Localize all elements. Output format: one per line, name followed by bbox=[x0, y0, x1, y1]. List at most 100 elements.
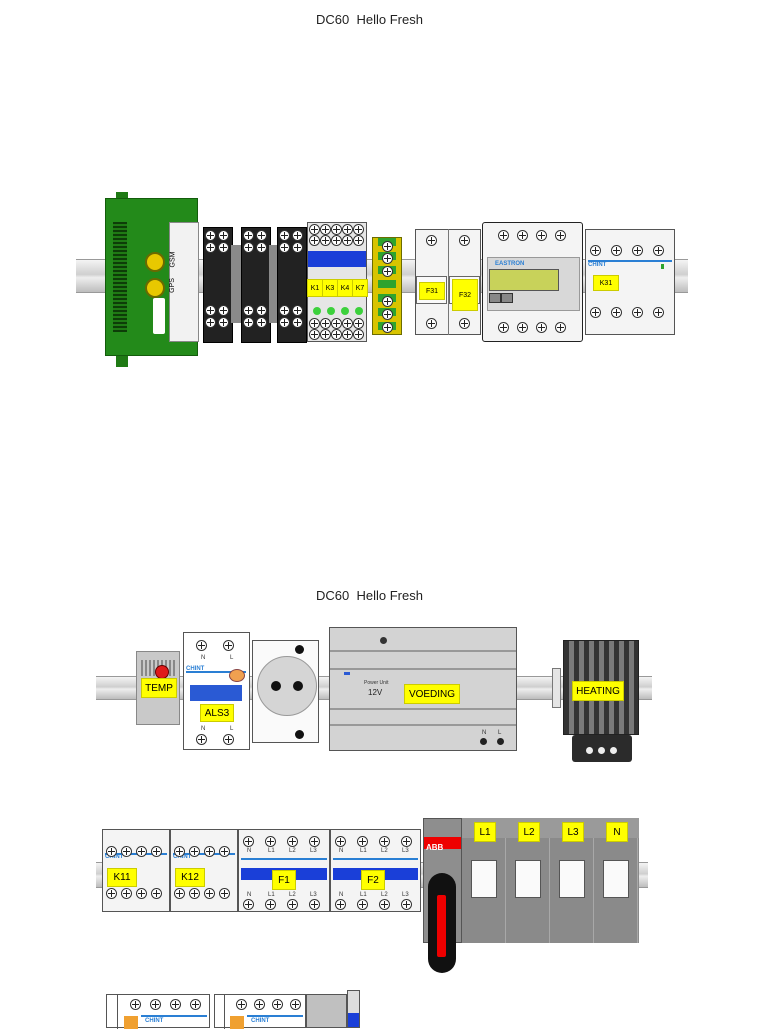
rail-end-clamp bbox=[552, 668, 561, 708]
main-switch-brand-text: ABB bbox=[426, 843, 444, 852]
terminal-screw bbox=[611, 307, 622, 318]
terminal-n-label-bottom: N bbox=[201, 726, 206, 732]
terminal-screw bbox=[223, 734, 234, 745]
breaker-terminal-label-bottom: L1 bbox=[360, 892, 367, 898]
terminal-screw bbox=[196, 640, 207, 651]
terminal-screw bbox=[243, 242, 254, 253]
terminal-screw bbox=[256, 317, 267, 328]
terminal-screw bbox=[517, 322, 528, 333]
phase-tag-l1: L1 bbox=[474, 822, 496, 842]
terminal-screw bbox=[331, 235, 342, 246]
terminal-screw bbox=[357, 899, 368, 910]
terminal-screw bbox=[243, 317, 254, 328]
router-module: GSM GPS bbox=[105, 192, 199, 367]
terminal-screw bbox=[272, 999, 283, 1010]
meter-button[interactable] bbox=[489, 293, 501, 303]
terminal-screw bbox=[320, 224, 331, 235]
terminal-screw bbox=[342, 329, 353, 340]
terminal-screw bbox=[611, 245, 622, 256]
terminal-screw bbox=[279, 230, 290, 241]
terminal-screw bbox=[219, 846, 230, 857]
terminal-screw bbox=[121, 846, 132, 857]
terminal-screw bbox=[218, 230, 229, 241]
breaker-terminal-label-bottom: L2 bbox=[381, 892, 388, 898]
terminal-screw bbox=[136, 888, 147, 899]
contactor-brand: CHINT bbox=[588, 262, 607, 268]
contactor-indicator bbox=[661, 264, 664, 269]
terminal-screw bbox=[653, 245, 664, 256]
breaker-brand: CHINT bbox=[186, 666, 205, 672]
terminal-screw bbox=[265, 836, 276, 847]
socket-screw-bottom bbox=[295, 730, 304, 739]
terminal-gap bbox=[269, 245, 277, 323]
test-button[interactable] bbox=[229, 669, 245, 682]
breaker-terminal-label: L2 bbox=[289, 848, 296, 854]
terminal-screw bbox=[256, 230, 267, 241]
terminal-screw bbox=[331, 318, 342, 329]
row4-blue-line bbox=[247, 1015, 303, 1017]
terminal-screw bbox=[459, 235, 470, 246]
terminal-screw bbox=[309, 836, 320, 847]
row4-blue-line bbox=[141, 1015, 207, 1017]
terminal-screw bbox=[254, 999, 265, 1010]
socket-hole-right bbox=[293, 681, 303, 691]
terminal-screw bbox=[536, 322, 547, 333]
terminal-screw bbox=[243, 836, 254, 847]
terminal-screw bbox=[243, 305, 254, 316]
terminal-screw bbox=[517, 230, 528, 241]
terminal-screw bbox=[204, 846, 215, 857]
terminal-screw bbox=[205, 317, 216, 328]
breaker-toggle[interactable] bbox=[190, 685, 242, 701]
terminal-screw bbox=[379, 899, 390, 910]
psu-terminal-screw bbox=[497, 738, 504, 745]
terminal-screw bbox=[382, 266, 393, 277]
relay-tag-k7: K7 bbox=[352, 279, 368, 297]
energy-meter: EASTRON bbox=[482, 222, 583, 342]
gps-antenna-connector[interactable] bbox=[145, 278, 165, 298]
row4-module-4 bbox=[347, 990, 360, 1028]
terminal-screw bbox=[353, 224, 364, 235]
gps-label: GPS bbox=[168, 278, 176, 293]
fuse-tag-f32: F32 bbox=[452, 279, 478, 311]
relay-status-led bbox=[327, 307, 335, 315]
terminal-screw bbox=[205, 242, 216, 253]
breaker-terminal-label-bottom: N bbox=[339, 892, 344, 898]
terminal-screw bbox=[236, 999, 247, 1010]
terminal-screw bbox=[320, 318, 331, 329]
psu-terminal-n: N bbox=[482, 730, 487, 736]
fuse-divider bbox=[448, 229, 449, 335]
phase-fuse-window bbox=[603, 860, 629, 898]
terminal-screw bbox=[287, 899, 298, 910]
terminal-screw bbox=[555, 230, 566, 241]
terminal-screw bbox=[218, 317, 229, 328]
terminal-screw bbox=[151, 846, 162, 857]
terminal-screw bbox=[357, 836, 368, 847]
terminal-l-label: L bbox=[230, 655, 234, 661]
terminal-screw bbox=[335, 836, 346, 847]
terminal-screw bbox=[189, 888, 200, 899]
thermostat-dial[interactable] bbox=[155, 665, 169, 679]
terminal-screw bbox=[309, 899, 320, 910]
psu-subtitle: Power Unit bbox=[364, 680, 389, 686]
terminal-screw bbox=[632, 245, 643, 256]
terminal-screw bbox=[309, 318, 320, 329]
socket-face bbox=[257, 656, 317, 716]
terminal-screw bbox=[204, 888, 215, 899]
terminal-screw bbox=[426, 318, 437, 329]
terminal-screw bbox=[151, 888, 162, 899]
terminal-screw bbox=[331, 224, 342, 235]
gsm-label: GSM bbox=[169, 251, 177, 268]
terminal-screw bbox=[320, 329, 331, 340]
terminal-screw bbox=[292, 305, 303, 316]
relay-status-led bbox=[313, 307, 321, 315]
thermostat-tag: TEMP bbox=[141, 678, 177, 698]
relay-status-led bbox=[341, 307, 349, 315]
fuse-tag-f31: F31 bbox=[419, 282, 445, 300]
meter-button[interactable] bbox=[501, 293, 513, 303]
psu-voltage: 12V bbox=[368, 688, 383, 697]
row4-tag bbox=[230, 1016, 244, 1029]
gsm-antenna-connector[interactable] bbox=[145, 252, 165, 272]
terminal-screw bbox=[498, 322, 509, 333]
breaker-terminal-label-bottom: L3 bbox=[310, 892, 317, 898]
main-switch-handle[interactable] bbox=[428, 873, 456, 973]
